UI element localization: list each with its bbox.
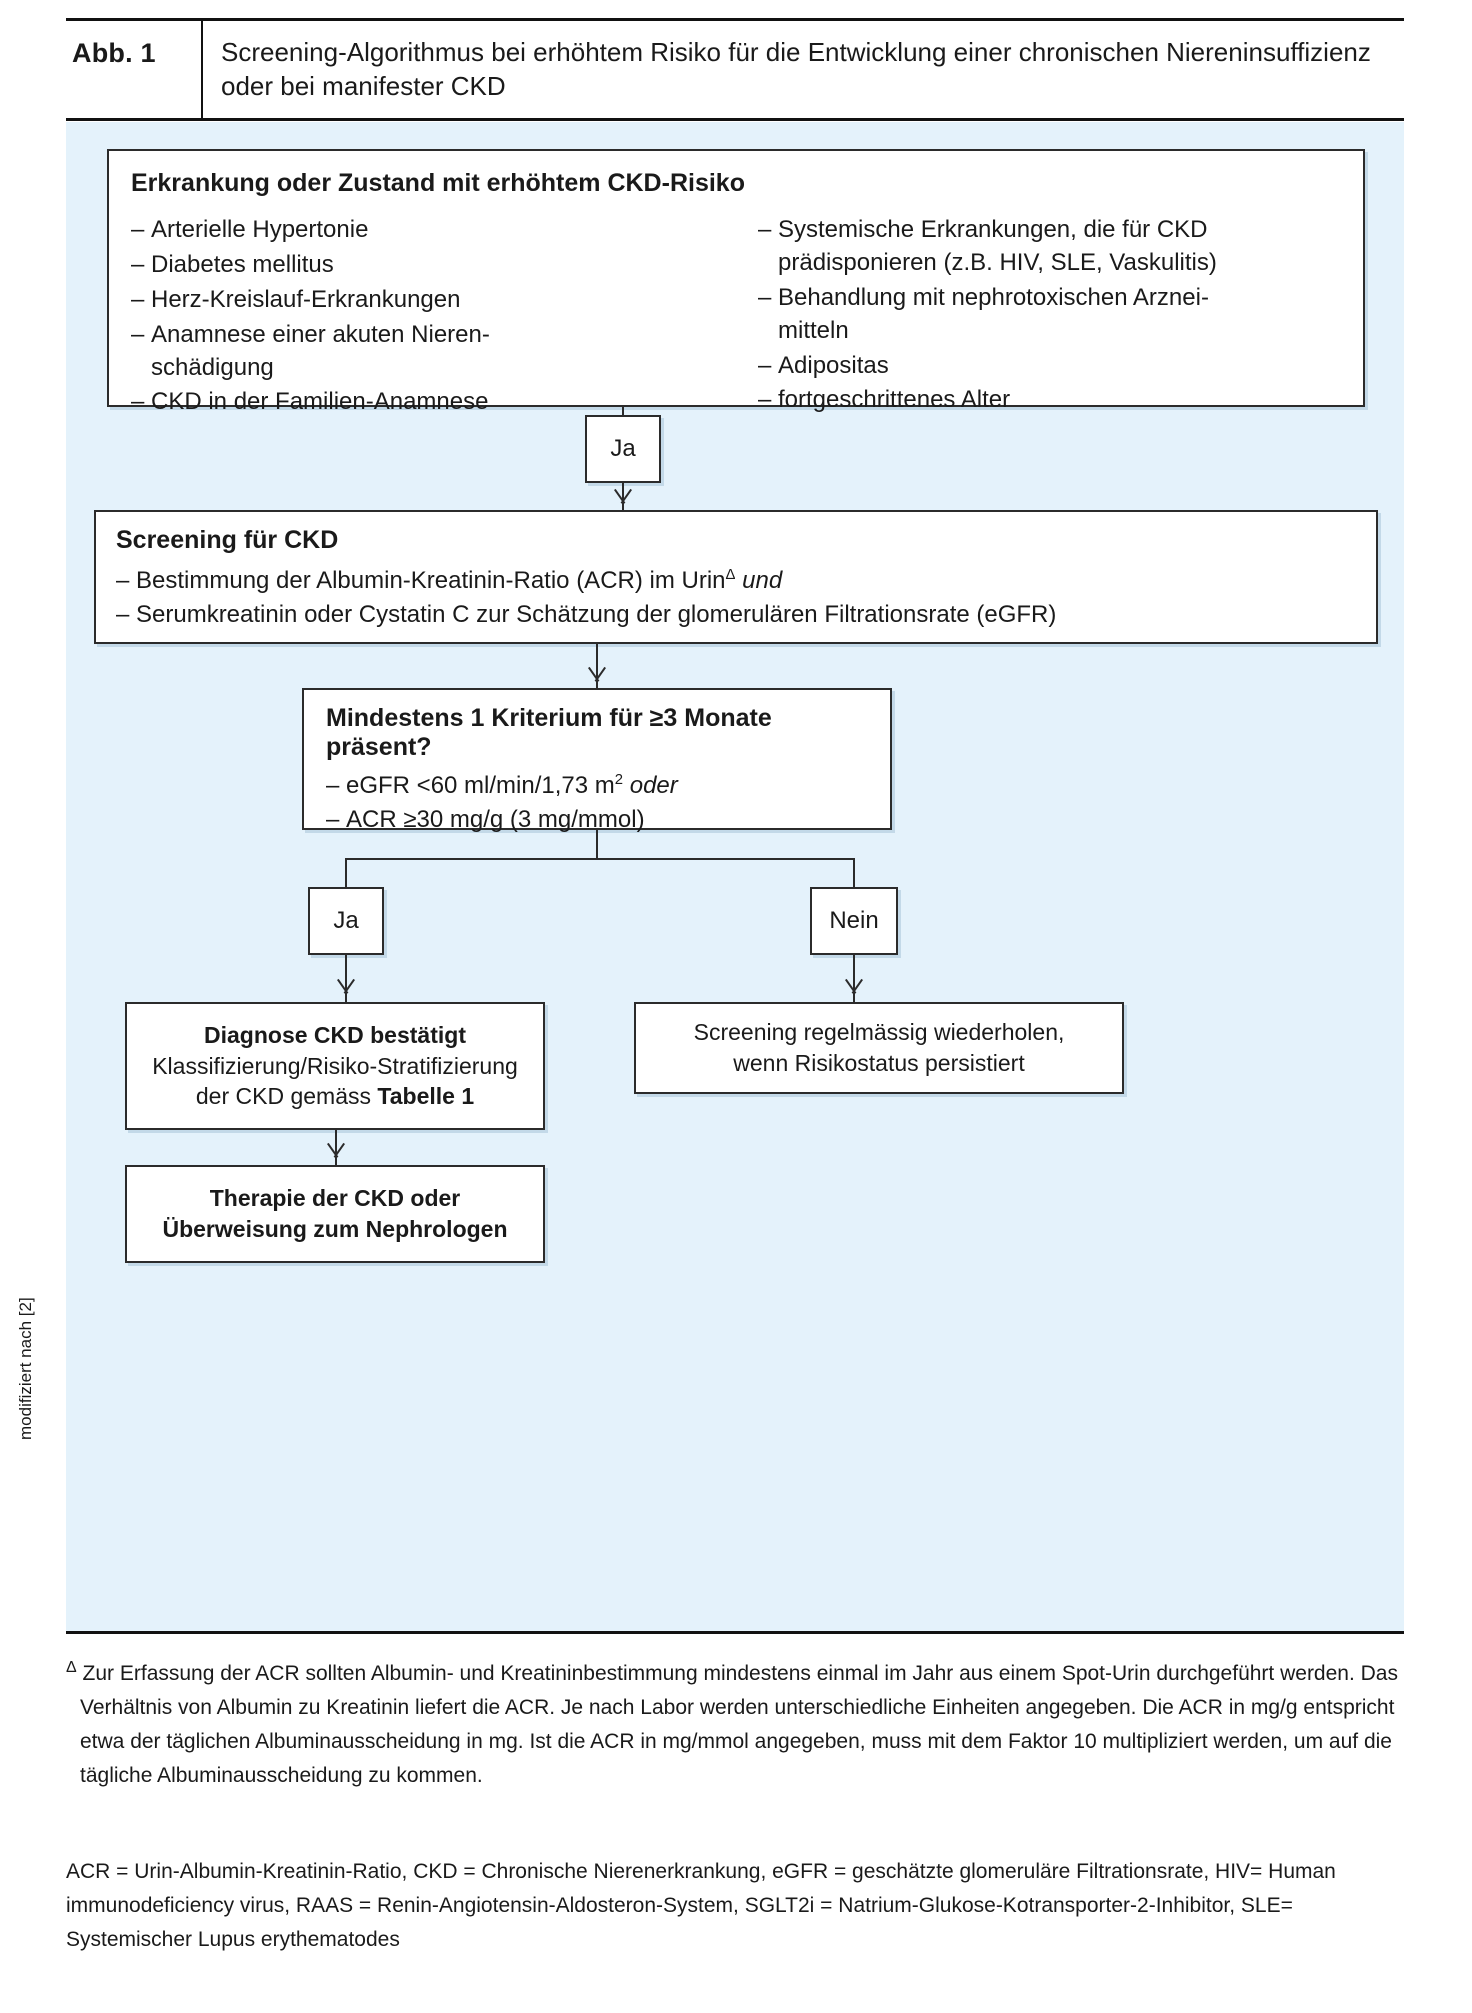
screening-item-1: Serumkreatinin oder Cystatin C zur Schät… bbox=[136, 600, 1057, 628]
list-item: –CKD in der Familien-Anamnese bbox=[131, 386, 736, 419]
decision-tag-ja-2: Ja bbox=[308, 887, 384, 955]
arrow-down-icon bbox=[337, 980, 355, 994]
diagnosis-line-3: der CKD gemäss Tabelle 1 bbox=[196, 1081, 474, 1112]
dash-icon: – bbox=[131, 285, 145, 313]
criteria-box-title: Mindestens 1 Kriterium für ≥3 Monate prä… bbox=[326, 704, 772, 761]
dash-icon: – bbox=[758, 216, 772, 243]
list-item: –Diabetes mellitus bbox=[131, 249, 736, 282]
source-credit: modifiziert nach [2] bbox=[16, 1297, 35, 1440]
list-item: –Herz-Kreislauf-Erkrankungen bbox=[131, 284, 736, 317]
decision-tag-ja-1: Ja bbox=[585, 415, 661, 483]
diagnosis-line-1: Diagnose CKD bestätigt bbox=[204, 1021, 466, 1048]
connector-line bbox=[345, 955, 347, 1003]
list-item: –fortgeschrittenes Alter bbox=[758, 384, 1341, 417]
dash-icon: – bbox=[326, 805, 340, 833]
arrow-down-icon bbox=[614, 490, 632, 504]
figure-header: Abb. 1 Screening-Algorithmus bei erhöhte… bbox=[66, 18, 1404, 121]
connector-line bbox=[345, 858, 347, 887]
connector-line bbox=[853, 955, 855, 1003]
abbreviations-block: ACR = Urin-Albumin-Kreatinin-Ratio, CKD … bbox=[66, 1860, 1336, 1952]
arrow-down-icon bbox=[845, 980, 863, 994]
risk-item-3: Anamnese einer akuten Nieren-schädigung bbox=[151, 320, 490, 381]
connector-line bbox=[853, 858, 855, 887]
criteria-item-0-exponent: 2 bbox=[614, 772, 624, 788]
therapy-box: Therapie der CKD oder Überweisung zum Ne… bbox=[125, 1165, 545, 1263]
list-item: –Bestimmung der Albumin-Kreatinin-Ratio … bbox=[116, 565, 1356, 598]
list-item: –Serumkreatinin oder Cystatin C zur Schä… bbox=[116, 599, 1356, 632]
risk-item-0: Arterielle Hypertonie bbox=[151, 216, 369, 243]
criteria-decision-box: Mindestens 1 Kriterium für ≥3 Monate prä… bbox=[302, 688, 892, 833]
dash-icon: – bbox=[116, 600, 130, 628]
list-item: –Behandlung mit nephrotoxischen Arznei-m… bbox=[758, 282, 1341, 348]
dash-icon: – bbox=[758, 386, 772, 414]
screening-box-title: Screening für CKD bbox=[116, 526, 339, 554]
footnote-block: Δ Zur Erfassung der ACR sollten Albumin-… bbox=[66, 1655, 1406, 1793]
risk-item-1: Diabetes mellitus bbox=[151, 250, 334, 278]
criteria-item-0-suffix: oder bbox=[629, 772, 678, 799]
dash-icon: – bbox=[131, 250, 145, 278]
dash-icon: – bbox=[758, 351, 772, 379]
list-item: –Arterielle Hypertonie bbox=[131, 214, 736, 247]
connector-line bbox=[596, 830, 598, 860]
risk-item-6: Behandlung mit nephrotoxischen Arznei-mi… bbox=[778, 283, 1209, 344]
repeat-line-2: wenn Risikostatus persistiert bbox=[733, 1050, 1025, 1076]
arrow-down-icon bbox=[588, 668, 606, 682]
risk-columns: –Arterielle Hypertonie –Diabetes mellitu… bbox=[131, 214, 1341, 421]
dash-icon: – bbox=[758, 283, 772, 311]
figure-label: Abb. 1 bbox=[72, 38, 156, 68]
diagnosis-line-2: Klassifizierung/Risiko-Stratifizierung bbox=[152, 1052, 518, 1079]
decision-tag-nein: Nein bbox=[810, 887, 898, 955]
risk-column-left: –Arterielle Hypertonie –Diabetes mellitu… bbox=[131, 214, 736, 421]
flowchart-canvas: Erkrankung oder Zustand mit erhöhtem CKD… bbox=[66, 122, 1404, 1634]
therapy-line-1: Therapie der CKD oder bbox=[209, 1184, 461, 1211]
footnote-marker-icon: Δ bbox=[66, 1659, 77, 1676]
diagnosis-line-3-text: der CKD gemäss bbox=[195, 1083, 378, 1110]
dash-icon: – bbox=[131, 320, 145, 348]
screening-item-0-text: Bestimmung der Albumin-Kreatinin-Ratio (… bbox=[136, 567, 726, 594]
screening-item-0-suffix: und bbox=[742, 567, 783, 594]
list-item: –Adipositas bbox=[758, 350, 1341, 383]
risk-conditions-box: Erkrankung oder Zustand mit erhöhtem CKD… bbox=[107, 149, 1365, 415]
criteria-item-1: ACR ≥30 mg/g (3 mg/mmol) bbox=[346, 805, 645, 833]
risk-item-7: Adipositas bbox=[778, 351, 889, 379]
list-item: –Anamnese einer akuten Nieren-schädigung bbox=[131, 319, 736, 385]
table-reference: Tabelle 1 bbox=[377, 1083, 475, 1110]
dash-icon: – bbox=[326, 772, 340, 799]
diagnosis-box: Diagnose CKD bestätigt Klassifizierung/R… bbox=[125, 1002, 545, 1130]
risk-item-4: CKD in der Familien-Anamnese bbox=[151, 388, 489, 416]
connector-line bbox=[622, 407, 624, 417]
criteria-item-0: eGFR <60 ml/min/1,73 m2 oder bbox=[346, 770, 870, 803]
figure-title: Screening-Algorithmus bei erhöhtem Risik… bbox=[201, 21, 1404, 118]
dash-icon: – bbox=[131, 216, 145, 243]
connector-line bbox=[345, 858, 854, 860]
therapy-line-2: Überweisung zum Nephrologen bbox=[162, 1216, 508, 1242]
list-item: –ACR ≥30 mg/g (3 mg/mmol) bbox=[326, 804, 870, 837]
repeat-line-1: Screening regelmässig wiederholen, bbox=[693, 1018, 1065, 1045]
list-item: –eGFR <60 ml/min/1,73 m2 oder bbox=[326, 770, 870, 803]
dash-icon: – bbox=[116, 567, 130, 594]
footnote-body: Zur Erfassung der ACR sollten Albumin- u… bbox=[80, 1662, 1398, 1788]
screening-item-0: Bestimmung der Albumin-Kreatinin-Ratio (… bbox=[136, 565, 1356, 598]
dash-icon: – bbox=[131, 388, 145, 416]
risk-item-8: fortgeschrittenes Alter bbox=[778, 386, 1011, 414]
risk-box-title: Erkrankung oder Zustand mit erhöhtem CKD… bbox=[131, 169, 745, 197]
arrow-down-icon bbox=[327, 1144, 345, 1158]
screening-box: Screening für CKD –Bestimmung der Albumi… bbox=[94, 510, 1378, 644]
footnote-text: Δ Zur Erfassung der ACR sollten Albumin-… bbox=[66, 1655, 1406, 1793]
risk-item-2: Herz-Kreislauf-Erkrankungen bbox=[151, 285, 461, 313]
repeat-screening-box: Screening regelmässig wiederholen, wenn … bbox=[634, 1002, 1124, 1094]
criteria-item-0-text: eGFR <60 ml/min/1,73 m bbox=[346, 772, 615, 799]
footnote-marker: Δ bbox=[725, 567, 736, 583]
